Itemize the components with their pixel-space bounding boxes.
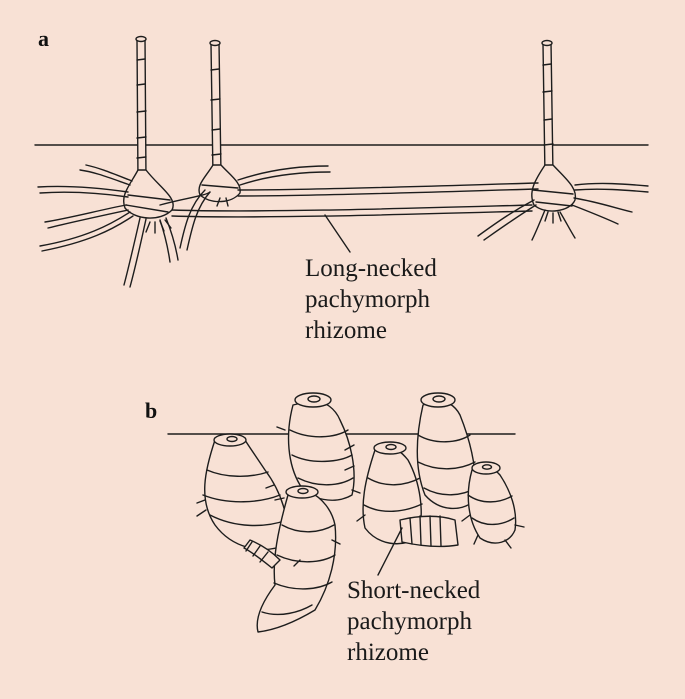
short-necked-callout: Short-necked pachymorph rhizome [347,575,480,668]
leader-line-b [377,527,403,576]
panel-b-drawing [167,392,525,633]
callout-b-line-2: pachymorph [347,608,472,635]
panel-b-label: b [145,398,158,423]
rhizome-necks-a [159,182,539,218]
callout-a-line-1: Long-necked [305,255,437,282]
roots-culm-2 [179,165,331,251]
callout-a-line-2: pachymorph [305,286,430,313]
culm-3 [531,39,577,212]
long-necked-callout: Long-necked pachymorph rhizome [305,253,437,346]
panel-a-label: a [38,26,49,51]
rootlets-a [145,197,562,234]
culm-1 [123,35,174,219]
leader-line-a [324,214,351,253]
rhizome-segments-b [202,392,517,633]
roots-culm-3 [477,182,649,241]
culm-2 [198,39,241,203]
callout-a-line-3: rhizome [305,317,387,344]
panel-a-drawing [34,35,649,288]
rootlets-b [196,426,525,567]
roots-culm-1 [37,164,179,288]
callout-b-line-3: rhizome [347,639,429,666]
callout-b-line-1: Short-necked [347,577,481,604]
